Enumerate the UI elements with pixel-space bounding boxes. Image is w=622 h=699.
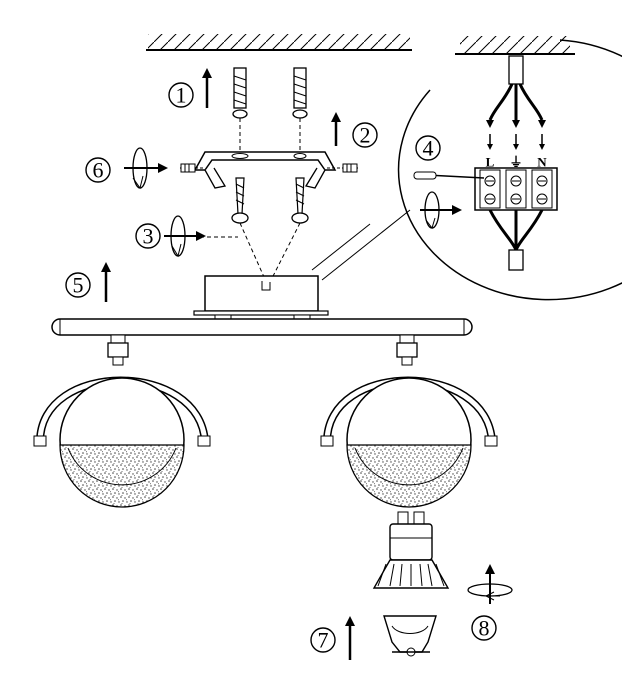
wall-plug-right (292, 67, 308, 119)
wiring-detail (397, 36, 622, 301)
step-6-rotate-icon (124, 147, 168, 190)
step-6-marker: 6 (85, 157, 111, 183)
wall-plug-left (232, 67, 248, 119)
step-3-label: 3 (143, 224, 154, 249)
gu10-bulb (372, 511, 450, 589)
bracket-screw-right (327, 163, 358, 173)
step-2-label: 2 (360, 123, 371, 148)
fixture-bar (51, 318, 473, 336)
step-5-label: 5 (73, 273, 84, 298)
step-8-rotate-icon (467, 564, 513, 604)
ceiling-canopy (193, 275, 329, 320)
spotlight-left (33, 334, 211, 508)
step-6-label: 6 (93, 158, 104, 183)
step-7-arrow (345, 616, 355, 660)
step-2-arrow (331, 112, 341, 146)
step-8-marker: 8 (471, 615, 497, 641)
step-5-arrow (101, 262, 111, 302)
step-3-rotate-icon (164, 215, 206, 258)
step-1-arrow (202, 68, 212, 108)
ceiling (146, 34, 412, 51)
step-8-label: 8 (479, 616, 490, 641)
step-4-rotate-icon (420, 191, 462, 230)
terminal-label-neutral: N (537, 155, 547, 170)
step-1-label: 1 (176, 83, 187, 108)
mounting-screw-left (231, 177, 249, 224)
step-5-marker: 5 (65, 272, 91, 298)
step-2-marker: 2 (352, 122, 378, 148)
step-7-marker: 7 (310, 627, 336, 653)
step-3-marker: 3 (135, 223, 161, 249)
spotlight-right (320, 334, 498, 508)
mounting-bracket (193, 151, 337, 189)
step-7-label: 7 (318, 628, 329, 653)
terminal-label-live: L (486, 155, 495, 170)
terminal-label-earth: ⏚ (509, 155, 522, 170)
step-4-label: 4 (423, 136, 434, 161)
step-4-marker: 4 (415, 135, 441, 161)
bulb-holder (383, 615, 437, 657)
mounting-screw-right (291, 177, 309, 224)
step-1-marker: 1 (168, 82, 194, 108)
bracket-screw-left (180, 163, 203, 173)
